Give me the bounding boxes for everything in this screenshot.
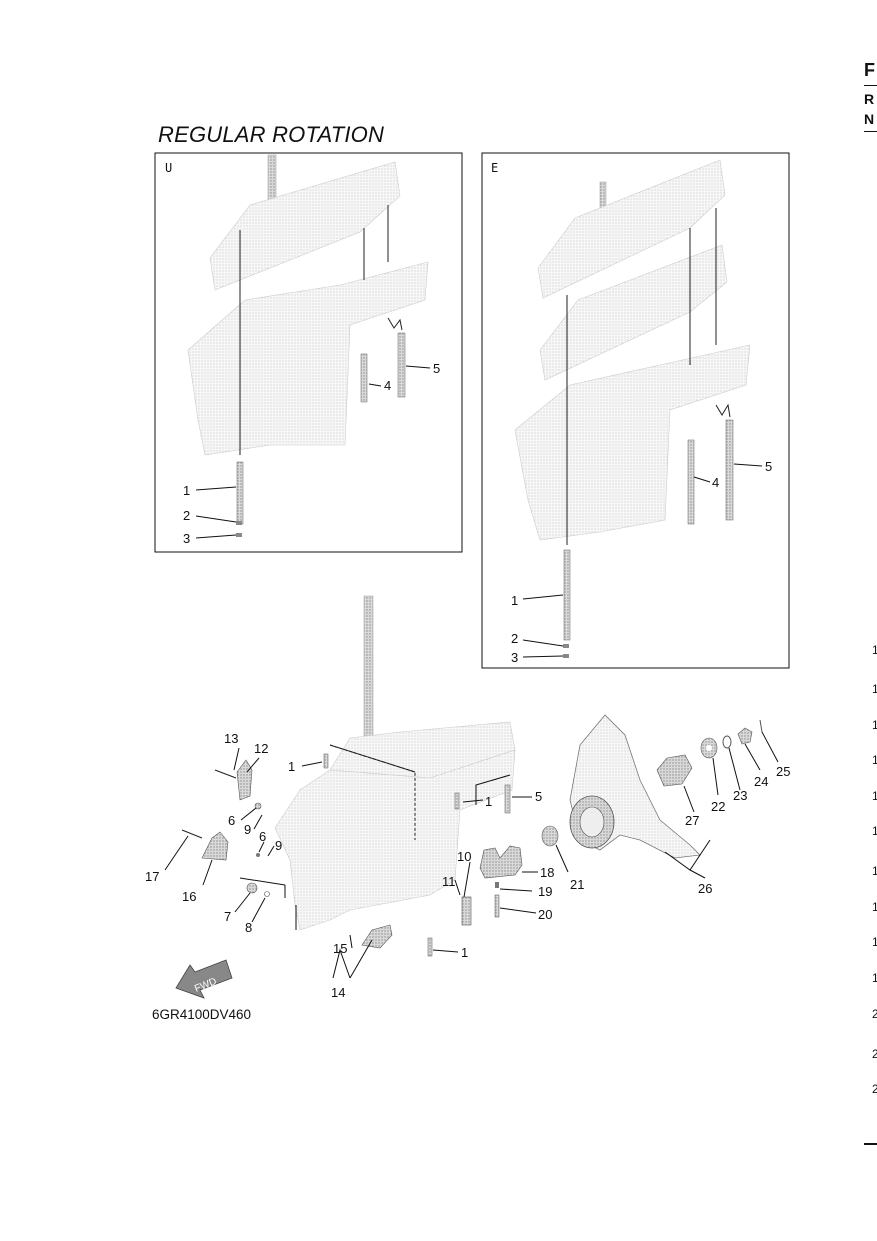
edge-rule <box>864 131 877 132</box>
callout: 5 <box>535 789 542 804</box>
callout: 10 <box>457 849 471 864</box>
callout: 27 <box>685 813 699 828</box>
panel-e-callouts: 1 2 3 4 5 <box>511 459 772 665</box>
callout: 2 <box>183 508 190 523</box>
edge-number: 1 <box>872 682 877 696</box>
callout: 3 <box>183 531 190 546</box>
edge-number: 1 <box>872 789 877 803</box>
u-upper-plate <box>209 161 401 291</box>
callout: 9 <box>275 838 282 853</box>
edge-header-n: N <box>864 111 875 127</box>
u-lower-casing <box>187 261 429 456</box>
callout: 3 <box>511 650 518 665</box>
edge-rule <box>864 85 877 86</box>
callout: 20 <box>538 907 552 922</box>
callout: 11 <box>442 874 456 889</box>
e-upper-plate-1 <box>537 159 726 299</box>
callout: 21 <box>570 877 584 892</box>
main-artwork <box>164 595 779 999</box>
panel-e-artwork <box>514 159 763 658</box>
edge-number: 1 <box>872 718 877 732</box>
edge-number: 2 <box>872 1082 877 1096</box>
callout: 24 <box>754 774 768 789</box>
callout: 8 <box>245 920 252 935</box>
edge-number: 1 <box>872 900 877 914</box>
callout: 23 <box>733 788 747 803</box>
edge-number: 1 <box>872 753 877 767</box>
panel-u-artwork <box>187 154 431 539</box>
callout: 5 <box>433 361 440 376</box>
panel-e-letter: E <box>491 161 499 175</box>
edge-header-r: R <box>864 91 875 107</box>
edge-number: 2 <box>872 1047 877 1061</box>
callout: 12 <box>254 741 268 756</box>
lower-unit-housing <box>274 749 516 931</box>
panel-u-frame <box>154 152 463 553</box>
callout: 1 <box>485 794 492 809</box>
callout: 22 <box>711 799 725 814</box>
callout: 1 <box>183 483 190 498</box>
diagram-title: REGULAR ROTATION <box>158 122 385 147</box>
panel-e-frame <box>481 152 790 669</box>
edge-header-f: F <box>864 60 875 80</box>
callout: 6 <box>259 829 266 844</box>
e-upper-plate-2 <box>539 244 728 381</box>
edge-number: 1 <box>872 643 877 657</box>
callout: 5 <box>765 459 772 474</box>
callout: 14 <box>331 985 345 1000</box>
callout: 9 <box>244 822 251 837</box>
callout: 6 <box>228 813 235 828</box>
diagram-code: 6GR4100DV460 <box>152 1007 252 1022</box>
callout: 2 <box>511 631 518 646</box>
callout: 4 <box>712 475 719 490</box>
callout: 18 <box>540 865 554 880</box>
callout: 1 <box>461 945 468 960</box>
callout: 17 <box>145 869 159 884</box>
edge-number: 1 <box>872 935 877 949</box>
panel-u-letter: U <box>165 161 173 175</box>
callout: 19 <box>538 884 552 899</box>
callout: 13 <box>224 731 238 746</box>
callout: 26 <box>698 881 712 896</box>
callout: 25 <box>776 764 790 779</box>
callout: 1 <box>288 759 295 774</box>
edge-rule <box>864 1143 877 1145</box>
callout: 4 <box>384 378 391 393</box>
edge-number: 1 <box>872 971 877 985</box>
callout: 7 <box>224 909 231 924</box>
callout: 16 <box>182 889 196 904</box>
e-lower-casing <box>514 344 751 541</box>
panel-u-callouts: 1 2 3 4 5 <box>183 361 440 546</box>
edge-number: 1 <box>872 824 877 838</box>
edge-number: 2 <box>872 1007 877 1021</box>
callout: 15 <box>333 941 347 956</box>
edge-number: 1 <box>872 864 877 878</box>
callout: 1 <box>511 593 518 608</box>
drive-shaft <box>363 595 374 737</box>
fwd-arrow-icon <box>175 959 233 999</box>
